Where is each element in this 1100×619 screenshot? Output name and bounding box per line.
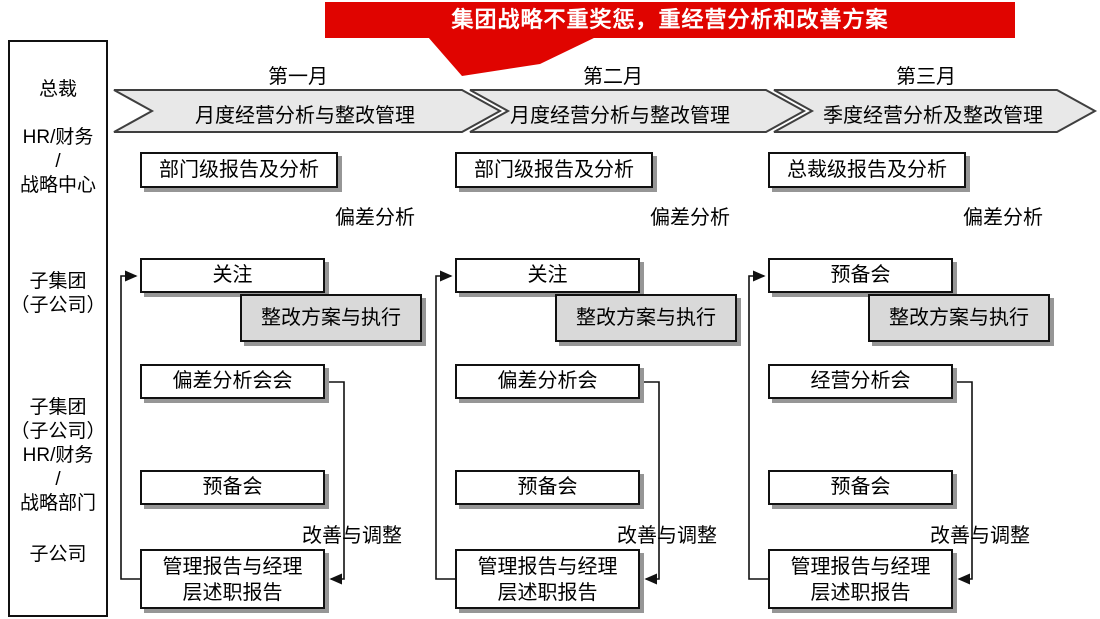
focus-box: 关注 xyxy=(455,258,640,293)
focus-box: 预备会 xyxy=(768,258,953,293)
management-report-box: 管理报告与经理 层述职报告 xyxy=(140,549,325,609)
prep-meeting-box: 预备会 xyxy=(768,470,953,505)
prep-meeting-box: 预备会 xyxy=(455,470,640,505)
analysis-meeting-box: 偏差分析会会 xyxy=(140,364,325,399)
month-header: 第三月 xyxy=(896,66,956,88)
month-header: 第一月 xyxy=(268,66,328,88)
improve-adjust-label: 改善与调整 xyxy=(930,525,1030,547)
rectification-plan-box: 整改方案与执行 xyxy=(240,294,422,342)
role-label-subsidiary: 子公司 xyxy=(29,544,87,565)
analysis-meeting-box: 偏差分析会 xyxy=(455,364,640,399)
column-month-2: 第二月 月度经营分析与整改管理 部门级报告及分析 偏差分析 关注 整改方案与执行… xyxy=(430,0,750,619)
focus-box: 关注 xyxy=(140,258,325,293)
deviation-analysis-label: 偏差分析 xyxy=(650,207,730,229)
month-header: 第二月 xyxy=(583,66,643,88)
management-report-box: 管理报告与经理 层述职报告 xyxy=(455,549,640,609)
loop-connector-down-col3 xyxy=(953,381,973,585)
loop-connector-up-col1 xyxy=(120,270,140,580)
timeline-chevron-month1 xyxy=(113,89,503,133)
improve-adjust-label: 改善与调整 xyxy=(617,525,717,547)
loop-connector-up-col2 xyxy=(435,270,455,580)
rectification-plan-box: 整改方案与执行 xyxy=(868,294,1050,342)
column-month-1: 第一月 月度经营分析与整改管理 部门级报告及分析 偏差分析 关注 整改方案与执行… xyxy=(115,0,435,619)
analysis-meeting-box: 经营分析会 xyxy=(768,364,953,399)
role-label-hr-finance-strategy-center: HR/财务 / 战略中心 xyxy=(19,127,96,196)
role-label-subgroup-hr-finance-strategy-dept: 子集团 （子公司） HR/财务 / 战略部门 xyxy=(10,397,106,514)
role-label-subgroup: 子集团 （子公司） xyxy=(10,271,106,316)
timeline-band-label: 月度经营分析与整改管理 xyxy=(195,105,415,127)
deviation-analysis-label: 偏差分析 xyxy=(963,207,1043,229)
improve-adjust-label: 改善与调整 xyxy=(302,525,402,547)
rectification-plan-box: 整改方案与执行 xyxy=(555,294,737,342)
loop-connector-down-col1 xyxy=(325,381,345,585)
prep-meeting-box: 预备会 xyxy=(140,470,325,505)
report-analysis-box: 部门级报告及分析 xyxy=(140,152,338,188)
banner-callout-tail xyxy=(428,37,596,76)
timeline-band-label: 季度经营分析及整改管理 xyxy=(823,105,1043,127)
timeline-chevron-month2 xyxy=(469,89,807,133)
loop-connector-down-col2 xyxy=(640,381,660,585)
report-analysis-box: 总裁级报告及分析 xyxy=(768,152,966,188)
timeline-band-label: 月度经营分析与整改管理 xyxy=(510,105,730,127)
role-label-president: 总裁 xyxy=(38,79,77,100)
loop-connector-up-col3 xyxy=(748,270,768,580)
column-month-3: 第三月 季度经营分析及整改管理 总裁级报告及分析 偏差分析 预备会 整改方案与执… xyxy=(743,0,1063,619)
timeline-chevron-month3 xyxy=(773,89,1098,133)
deviation-analysis-label: 偏差分析 xyxy=(335,207,415,229)
strategy-banner: 集团战略不重奖惩，重经营分析和改善方案 xyxy=(325,2,1015,38)
report-analysis-box: 部门级报告及分析 xyxy=(455,152,653,188)
roles-sidebar: 总裁 HR/财务 / 战略中心 子集团 （子公司） 子集团 （子公司） HR/财… xyxy=(8,40,108,617)
management-report-box: 管理报告与经理 层述职报告 xyxy=(768,549,953,609)
